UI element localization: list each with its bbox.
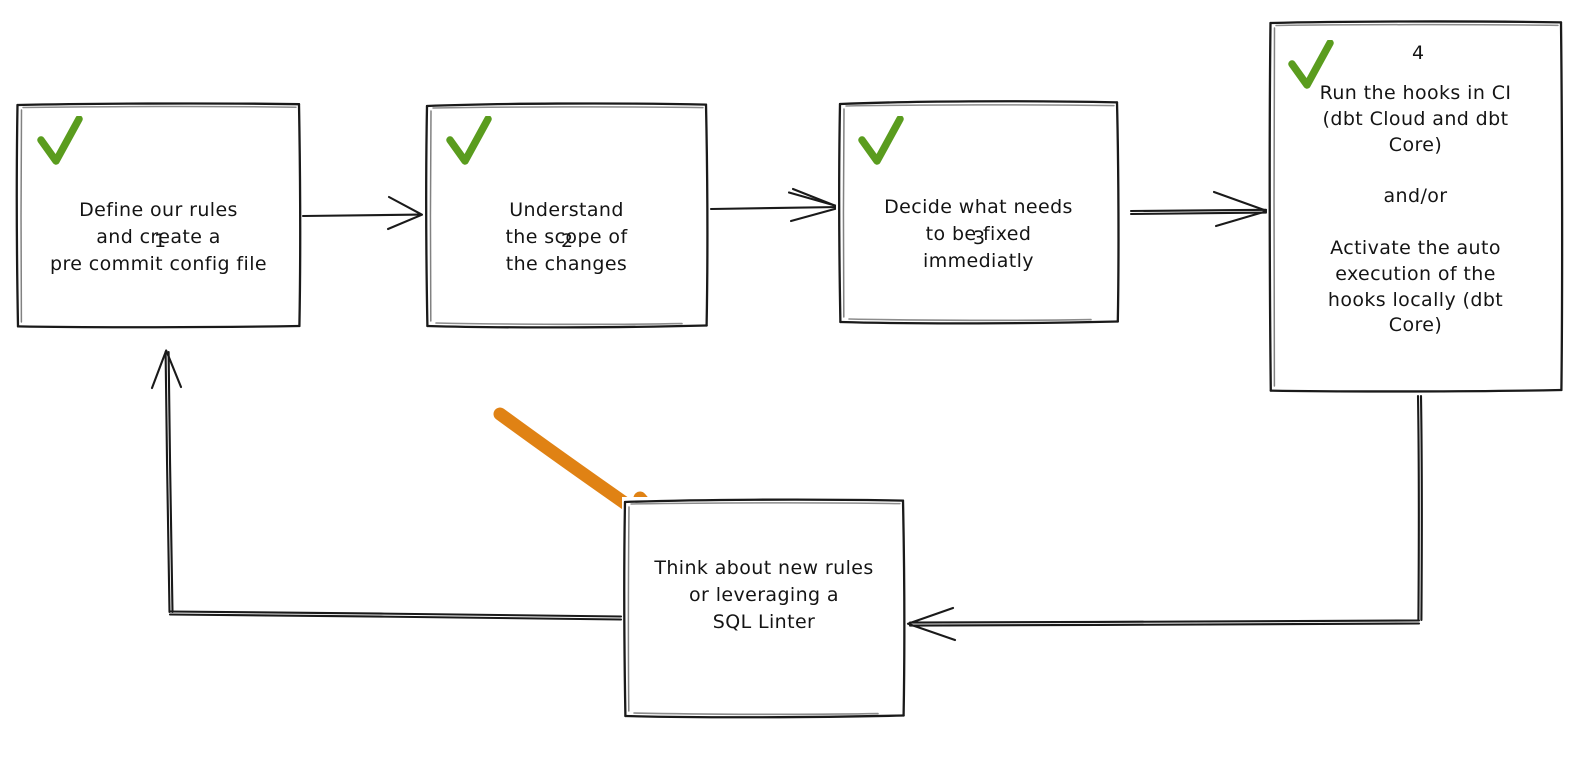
node-step-4[interactable]: 4 Run the hooks in CI (dbt Cloud and dbt… [1267,19,1564,394]
node-step-1[interactable]: 1 Define our rules and create a pre comm… [15,101,302,329]
edge-1-to-2 [301,195,424,231]
node-text: Think about new rules or leveraging a SQ… [654,557,874,633]
edge-3-to-4 [1129,190,1269,228]
edge-2-to-3 [709,187,843,223]
edge-loop-to-1 [150,349,623,621]
node-text: Understand the scope of the changes [505,199,628,275]
checkmark-icon [858,116,904,165]
edge-4-to-loop [906,394,1423,642]
checkmark-icon [1288,40,1334,89]
node-step-2[interactable]: 2 Understand the scope of the changes [424,101,709,329]
node-text: Define our rules and create a pre commit… [50,199,267,275]
checkmark-icon [446,116,492,165]
step-number: 1 [153,230,167,252]
node-step-3[interactable]: 3 Decide what needs to be fixed immediat… [836,98,1121,325]
node-text: Decide what needs to be fixed immediatly [884,196,1073,272]
checkmark-icon [37,116,83,165]
node-text: Run the hooks in CI (dbt Cloud and dbt C… [1319,82,1512,337]
step-number: 2 [560,230,574,252]
step-number: 4 [1412,42,1425,64]
node-loop[interactable]: Think about new rules or leveraging a SQ… [622,497,906,719]
step-number: 3 [972,227,986,249]
